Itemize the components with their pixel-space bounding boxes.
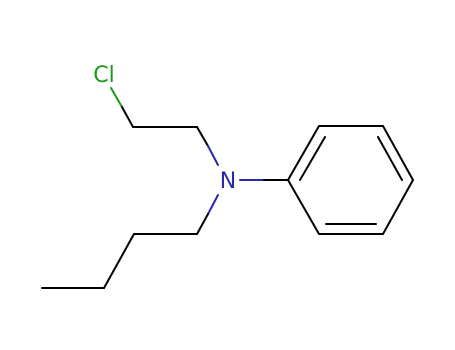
ring-bond-3 — [382, 125, 414, 181]
ring-bond-1 — [287, 125, 320, 181]
nitrogen-atom-label: N — [220, 169, 236, 194]
ring-bond-4 — [382, 179, 414, 235]
ring-bond-6 — [287, 179, 320, 235]
chlorine-atom-label: Cl — [93, 63, 114, 88]
bond-c2-n-n-half — [207, 145, 219, 166]
bond-n-c3-n-half — [207, 194, 219, 215]
bond-n-c3-c-half — [196, 213, 209, 235]
bond-cl-c1-c-half — [121, 106, 134, 128]
bonds — [41, 87, 414, 289]
bond-c2-n-c-half — [196, 126, 209, 147]
bond-cl-c1-cl-half — [110, 87, 123, 108]
ring-inner-double-2 — [377, 136, 403, 181]
ring-inner-double-1 — [299, 136, 326, 181]
bond-c4-c5 — [103, 233, 135, 289]
